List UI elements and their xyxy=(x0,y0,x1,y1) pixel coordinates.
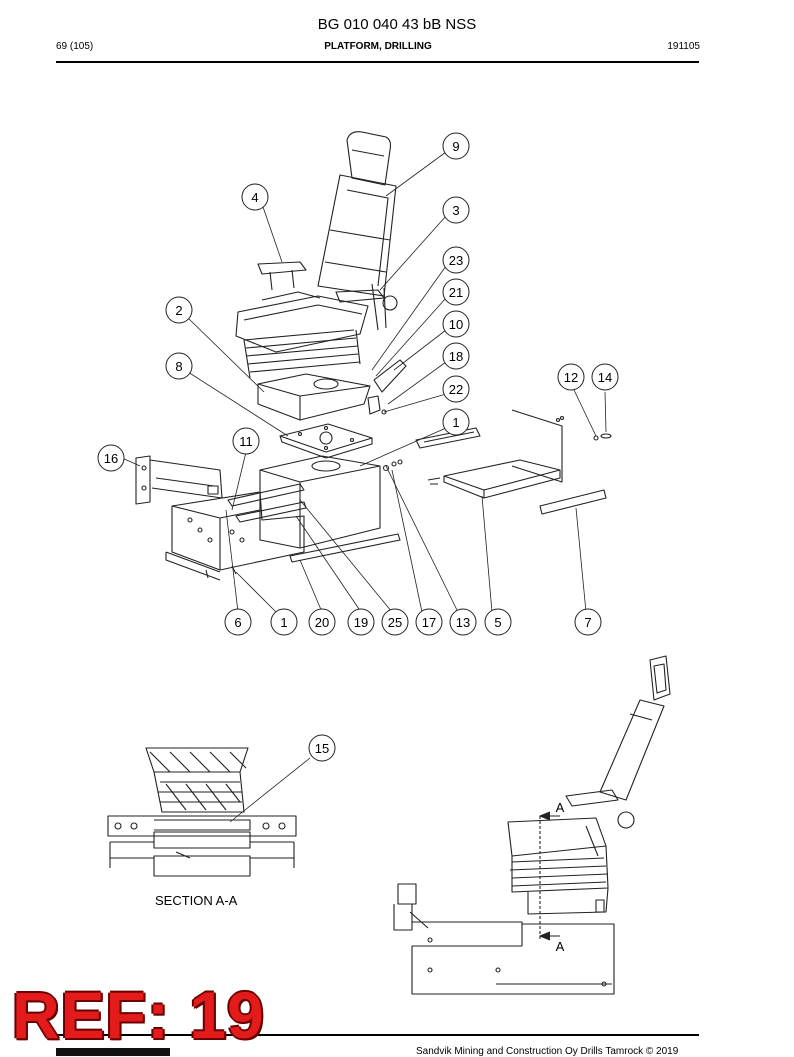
svg-text:15: 15 xyxy=(315,741,329,756)
callout-14: 14 xyxy=(591,363,619,391)
svg-text:3: 3 xyxy=(452,203,459,218)
callout-20: 20 xyxy=(308,608,336,636)
callout-2: 2 xyxy=(165,296,193,324)
svg-text:18: 18 xyxy=(449,349,463,364)
callout-5: 5 xyxy=(484,608,512,636)
callout-18: 18 xyxy=(442,342,470,370)
svg-text:16: 16 xyxy=(104,451,118,466)
svg-text:19: 19 xyxy=(354,615,368,630)
callout-15: 15 xyxy=(308,734,336,762)
leader-lines xyxy=(121,151,607,823)
date-code: 191105 xyxy=(667,41,700,52)
svg-text:13: 13 xyxy=(456,615,470,630)
document-title: BG 010 040 43 bB NSS xyxy=(317,16,477,33)
callout-13: 13 xyxy=(449,608,477,636)
company-logo xyxy=(56,1048,170,1056)
callout-17: 17 xyxy=(415,608,443,636)
header-rule xyxy=(56,61,699,63)
callout-balloons: 9 4 3 23 21 2 10 8 18 12 14 22 1 11 16 6… xyxy=(97,132,619,762)
svg-text:9: 9 xyxy=(452,139,459,154)
svg-text:14: 14 xyxy=(598,370,612,385)
callout-7: 7 xyxy=(574,608,602,636)
page-number: 69 (105) xyxy=(56,41,94,52)
svg-text:6: 6 xyxy=(234,615,241,630)
section-mark-a-top: A xyxy=(556,800,565,815)
callout-9: 9 xyxy=(442,132,470,160)
ref-stamp: REF: 19 xyxy=(12,978,265,1052)
svg-text:2: 2 xyxy=(175,303,182,318)
callout-4: 4 xyxy=(241,183,269,211)
callout-1-upper: 1 xyxy=(442,408,470,436)
svg-text:10: 10 xyxy=(449,317,463,332)
svg-text:21: 21 xyxy=(449,285,463,300)
svg-text:11: 11 xyxy=(239,434,253,449)
callout-8: 8 xyxy=(165,352,193,380)
svg-text:1: 1 xyxy=(280,615,287,630)
svg-text:8: 8 xyxy=(175,359,182,374)
callout-3: 3 xyxy=(442,196,470,224)
callout-12: 12 xyxy=(557,363,585,391)
callout-1-lower: 1 xyxy=(270,608,298,636)
svg-text:22: 22 xyxy=(449,382,463,397)
side-view-drawing xyxy=(393,655,671,995)
callout-22: 22 xyxy=(442,375,470,403)
svg-text:25: 25 xyxy=(388,615,402,630)
footer-rule xyxy=(56,1034,699,1036)
callout-21: 21 xyxy=(442,278,470,306)
svg-text:12: 12 xyxy=(564,370,578,385)
callout-19: 19 xyxy=(347,608,375,636)
svg-text:4: 4 xyxy=(251,190,258,205)
section-mark-a-bottom: A xyxy=(556,939,565,954)
section-heading: PLATFORM, DRILLING xyxy=(324,41,432,52)
svg-text:1: 1 xyxy=(452,415,459,430)
section-a-a-drawing xyxy=(107,747,297,877)
svg-text:7: 7 xyxy=(584,615,591,630)
svg-text:20: 20 xyxy=(315,615,329,630)
svg-text:17: 17 xyxy=(422,615,436,630)
callout-6: 6 xyxy=(224,608,252,636)
callout-16: 16 xyxy=(97,444,125,472)
footer-copyright: Sandvik Mining and Construction Oy Drill… xyxy=(416,1046,679,1057)
section-a-a-label: SECTION A-A xyxy=(155,893,238,908)
svg-text:5: 5 xyxy=(494,615,501,630)
callout-25: 25 xyxy=(381,608,409,636)
seat-assembly-drawing xyxy=(135,131,612,581)
svg-text:23: 23 xyxy=(449,253,463,268)
callout-10: 10 xyxy=(442,310,470,338)
callout-11: 11 xyxy=(232,427,260,455)
callout-23: 23 xyxy=(442,246,470,274)
